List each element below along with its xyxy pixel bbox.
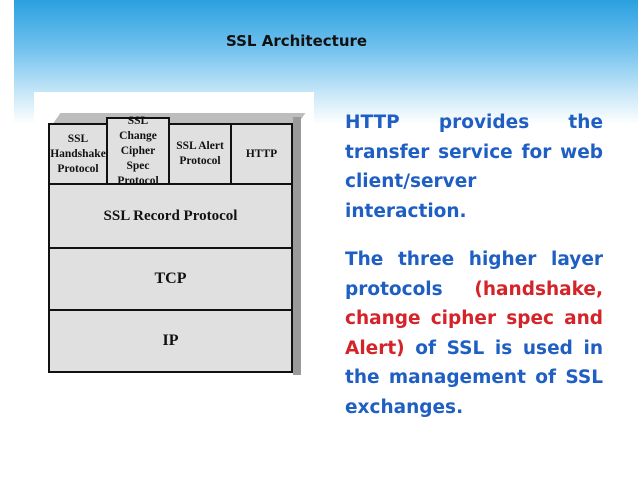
cell-line: HTTP [245, 147, 278, 160]
ssl-record-protocol-cell: SSL Record Protocol [48, 183, 293, 249]
slide-title: SSL Architecture [226, 32, 368, 50]
ssl-change-cipher-spec-cell: SSL Change Cipher Spec Protocol [106, 114, 170, 187]
ssl-handshake-protocol-cell: SSL Handshake Protocol [48, 123, 108, 185]
ssl-alert-protocol-cell: SSL Alert Protocol [168, 123, 232, 185]
cell-line: SSL Alert [176, 140, 224, 152]
paragraph-start: The three higher layer protocols [345, 249, 603, 300]
http-paragraph: HTTP provides the transfer service for w… [345, 112, 603, 222]
highlighted-protocols: (handshake, change cipher spec and Alert… [345, 278, 603, 359]
cell-line: Protocol [179, 155, 221, 167]
paragraph-end: of SSL is used in the management of SSL … [345, 337, 603, 418]
tcp-label: TCP [154, 270, 187, 287]
http-cell: HTTP [230, 123, 293, 185]
cell-line: SSL [67, 132, 89, 145]
tcp-cell: TCP [48, 247, 293, 311]
cell-line: Protocol [57, 162, 99, 175]
left-margin-strip [0, 0, 14, 478]
cell-line: Cipher Spec [120, 144, 156, 172]
cell-line: Handshake [50, 147, 106, 160]
cell-line: SSL Change [119, 114, 157, 142]
ip-cell: IP [48, 309, 293, 373]
explanation-text: HTTP provides the transfer service for w… [345, 108, 603, 422]
ip-label: IP [162, 332, 179, 349]
higher-layer-paragraph: The three higher layer protocols (handsh… [345, 245, 603, 422]
ssl-record-protocol-label: SSL Record Protocol [103, 207, 238, 224]
stack-right-shadow [293, 117, 301, 375]
